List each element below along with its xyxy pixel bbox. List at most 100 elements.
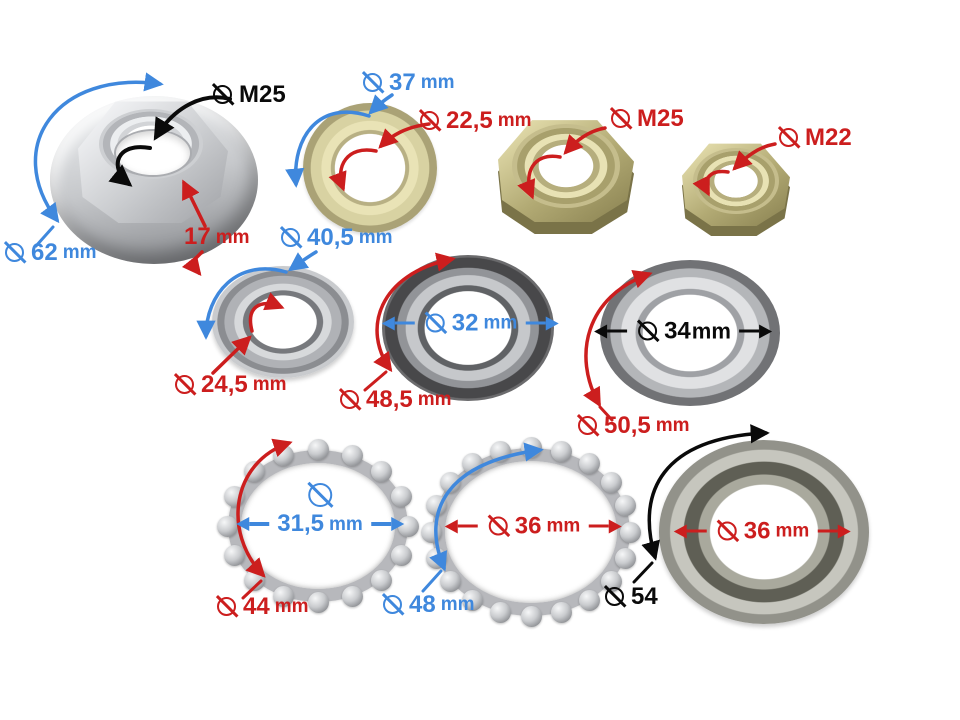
diameter-icon	[608, 106, 633, 131]
label-unit: mm	[440, 594, 475, 615]
label-seal-outer-diameter: 54	[602, 584, 663, 609]
label-unit: mm	[420, 72, 455, 93]
bearing-ball	[371, 569, 393, 591]
label-value: 37	[389, 68, 416, 96]
label-value: 36	[743, 517, 771, 544]
bearing-ball	[342, 444, 364, 466]
label-value: 44	[243, 592, 270, 620]
arrow-left-icon	[394, 321, 415, 325]
label-race3-outer-diameter: 50,5 mm	[575, 413, 690, 438]
label-value: M22	[805, 123, 852, 151]
label-value: 32	[451, 309, 479, 336]
label-value: M25	[637, 104, 684, 132]
bearing-ball	[462, 453, 483, 475]
diameter-icon	[417, 108, 442, 133]
diameter-icon	[776, 125, 801, 150]
bearing-ball	[615, 547, 637, 569]
diameter-icon	[172, 372, 197, 397]
bearing-ball	[489, 601, 511, 623]
label-washer-outer-diameter: 37 mm	[360, 70, 455, 95]
diameter-icon	[715, 519, 740, 544]
bearing-ball	[272, 444, 294, 466]
label-ball-ring1-outer-diameter: 44 mm	[214, 594, 309, 619]
label-unit: mm	[274, 596, 309, 617]
diameter-icon	[635, 319, 660, 344]
bearing-ball	[520, 437, 542, 458]
bearing-race-small	[212, 266, 354, 378]
label-ball-ring2-outer-diameter: 48 mm	[380, 592, 475, 617]
label-value: 36	[514, 512, 542, 539]
label-unit: mm	[546, 515, 581, 537]
label-value: 50,5	[604, 411, 651, 439]
diameter-icon	[486, 514, 511, 539]
label-seal-inner-diameter: 36 mm	[686, 517, 838, 544]
bearing-ball	[615, 495, 637, 517]
label-nut-height: 17 mm	[184, 225, 250, 249]
label-race3-inner-diameter: 34 mm	[607, 319, 759, 344]
bearing-ball	[620, 521, 641, 543]
diameter-icon	[214, 594, 239, 619]
label-unit: mm	[691, 318, 731, 343]
label-value: 48	[409, 590, 436, 618]
bearing-ball	[243, 569, 265, 591]
arrow-right-icon	[525, 321, 546, 325]
label-unit: mm	[417, 389, 452, 410]
label-value: 22,5	[446, 106, 493, 134]
label-value: 24,5	[201, 370, 248, 398]
bearing-ball	[421, 521, 442, 543]
label-nut-outer-diameter: 62 mm	[2, 240, 97, 265]
diameter-icon	[360, 70, 385, 95]
arrow-right-icon	[588, 524, 609, 528]
label-nut-thread: M25	[210, 82, 291, 107]
label-unit: mm	[655, 415, 690, 436]
arrow-right-icon	[817, 529, 838, 533]
bearing-ball	[342, 586, 364, 608]
arrow-right-icon	[738, 329, 759, 333]
bearing-ball	[489, 441, 511, 463]
bearing-ball	[371, 461, 393, 483]
arrow-left-icon	[686, 529, 707, 533]
arrow-right-icon	[370, 522, 391, 526]
label-unit: mm	[497, 110, 532, 131]
bearing-ball	[578, 589, 600, 611]
diameter-icon	[278, 225, 303, 250]
label-value: 62	[31, 238, 58, 266]
label-race1-outer-diameter: 40,5 mm	[278, 225, 393, 250]
label-unit: mm	[215, 226, 250, 248]
label-washer-inner-diameter: 22,5 mm	[417, 108, 532, 133]
label-value: 54	[631, 582, 658, 610]
arrow-left-icon	[249, 522, 270, 526]
bearing-ball	[425, 547, 447, 569]
bearing-ball	[223, 544, 245, 566]
bearing-ball	[551, 441, 573, 463]
label-race2-inner-diameter: 32 mm	[394, 309, 546, 336]
label-ball-ring1-inner-diameter: 31,5 mm	[249, 480, 391, 536]
bearing-ball	[307, 439, 329, 460]
bearing-ball	[551, 601, 573, 623]
diameter-icon	[423, 311, 448, 336]
label-unit: mm	[62, 242, 97, 263]
bearing-ball	[600, 471, 622, 493]
arrow-left-icon	[457, 524, 478, 528]
label-unit: mm	[483, 312, 518, 334]
bearing-ball	[391, 544, 413, 566]
label-unit: mm	[775, 520, 810, 542]
label-value: 40,5	[307, 223, 354, 251]
label-unit: mm	[358, 227, 393, 248]
label-value: 17	[184, 223, 211, 250]
label-value: M25	[239, 80, 286, 108]
bearing-ball	[440, 471, 461, 493]
label-small-nut-thread: M22	[776, 125, 857, 150]
label-ball-ring2-inner-diameter: 36 mm	[457, 512, 609, 539]
bearing-ball	[440, 571, 461, 593]
diameter-icon	[602, 584, 627, 609]
diameter-icon	[380, 592, 405, 617]
diameter-icon	[2, 240, 27, 265]
bearing-ball	[520, 606, 542, 627]
label-unit: mm	[328, 513, 363, 535]
bearing-ball	[391, 486, 413, 508]
label-brass-nut-thread: M25	[608, 106, 689, 131]
bearing-ball	[462, 589, 483, 611]
label-value: 48,5	[366, 385, 413, 413]
bearing-ball	[223, 486, 245, 508]
